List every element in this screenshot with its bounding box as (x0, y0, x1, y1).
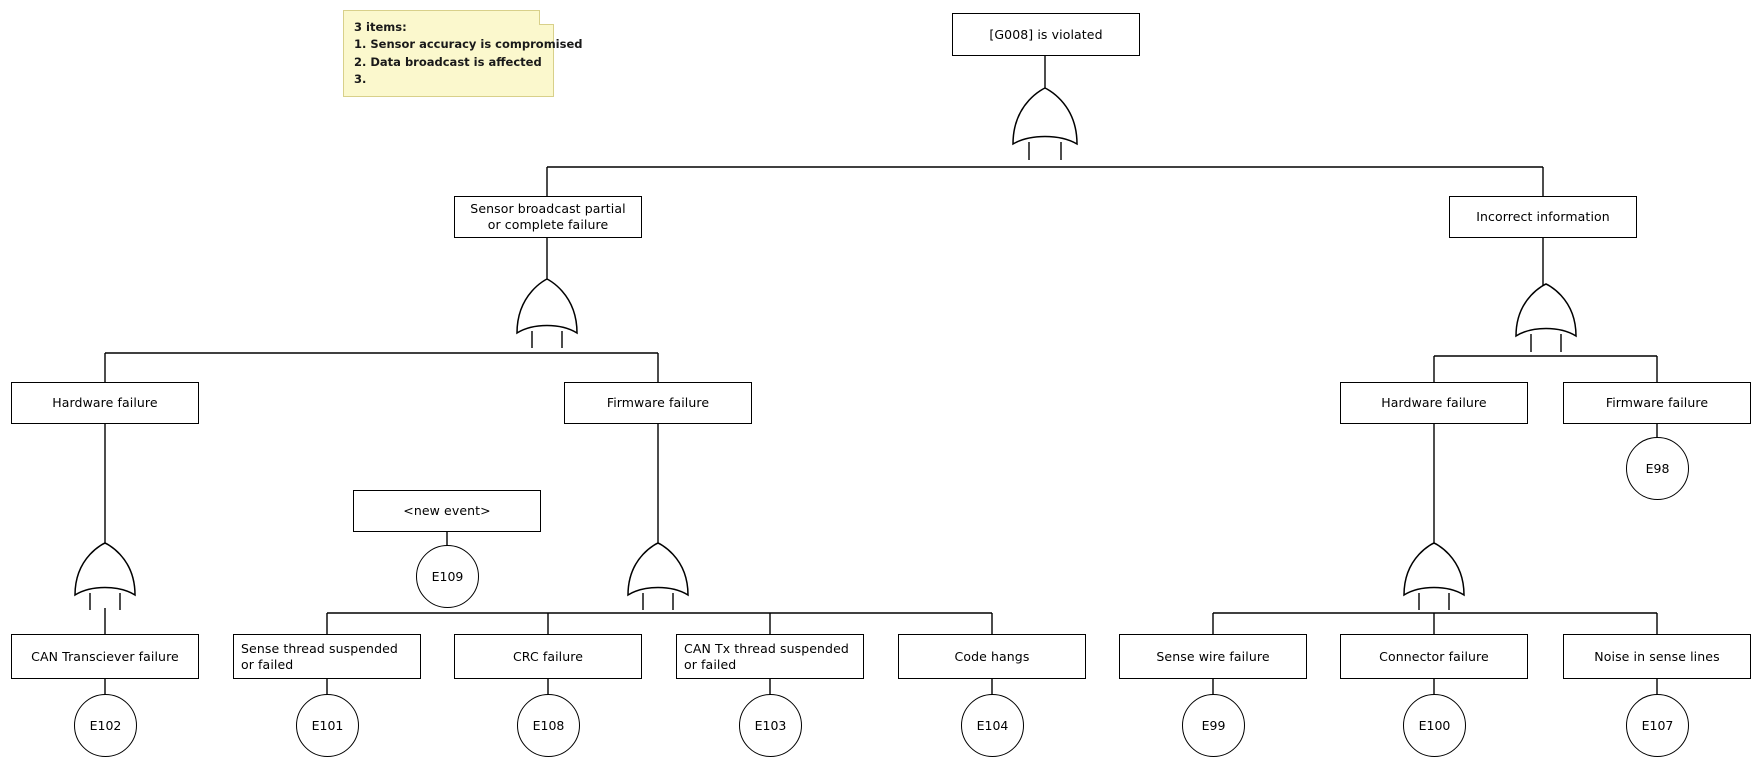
node-code-hangs[interactable]: Code hangs (898, 634, 1086, 679)
event-circle-e107[interactable]: E107 (1626, 694, 1689, 757)
node-hardware-failure-left[interactable]: Hardware failure (11, 382, 199, 424)
event-id: E102 (89, 718, 122, 733)
event-circle-e104[interactable]: E104 (961, 694, 1024, 757)
or-gate-root (1012, 87, 1078, 146)
node-label: CAN Transciever failure (31, 648, 179, 664)
event-circle-e109[interactable]: E109 (416, 545, 479, 608)
node-label: CRC failure (512, 648, 584, 664)
event-id: E99 (1201, 718, 1226, 733)
event-circle-e101[interactable]: E101 (296, 694, 359, 757)
node-label: Noise in sense lines (1594, 648, 1720, 664)
node-label: CAN Tx thread suspended or failed (684, 640, 849, 672)
node-label: Hardware failure (52, 395, 158, 411)
node-label: Firmware failure (1605, 395, 1709, 411)
note-line-4: 3. (354, 71, 367, 86)
node-crc-failure[interactable]: CRC failure (454, 634, 642, 679)
node-label: [G008] is violated (989, 26, 1103, 42)
node-label: Sense thread suspended or failed (241, 640, 398, 672)
note-fold-corner-icon (539, 10, 554, 25)
node-label: Incorrect information (1476, 209, 1610, 225)
event-circle-e108[interactable]: E108 (517, 694, 580, 757)
node-firmware-failure-left[interactable]: Firmware failure (564, 382, 752, 424)
event-id: E107 (1641, 718, 1674, 733)
node-root-g008-violated[interactable]: [G008] is violated (952, 13, 1140, 56)
or-gate-hardware-left (74, 542, 136, 597)
event-id: E109 (431, 569, 464, 584)
node-noise-in-sense-lines[interactable]: Noise in sense lines (1563, 634, 1751, 679)
node-label: <new event> (403, 503, 491, 519)
event-id: E98 (1645, 461, 1670, 476)
node-sense-wire-failure[interactable]: Sense wire failure (1119, 634, 1307, 679)
or-gate-sensor-broadcast (516, 278, 578, 335)
event-circle-e99[interactable]: E99 (1182, 694, 1245, 757)
event-circle-e103[interactable]: E103 (739, 694, 802, 757)
event-circle-e98[interactable]: E98 (1626, 437, 1689, 500)
event-id: E108 (532, 718, 565, 733)
event-id: E100 (1418, 718, 1451, 733)
event-circle-e100[interactable]: E100 (1403, 694, 1466, 757)
node-label: Firmware failure (606, 395, 710, 411)
node-incorrect-information[interactable]: Incorrect information (1449, 196, 1637, 238)
event-circle-e102[interactable]: E102 (74, 694, 137, 757)
or-gate-firmware-left (627, 542, 689, 597)
note-line-3: 2. Data broadcast is affected (354, 54, 542, 69)
node-connector-failure[interactable]: Connector failure (1340, 634, 1528, 679)
node-sensor-broadcast-failure[interactable]: Sensor broadcast partial or complete fai… (454, 196, 642, 238)
node-can-transceiver-failure[interactable]: CAN Transciever failure (11, 634, 199, 679)
node-firmware-failure-right[interactable]: Firmware failure (1563, 382, 1751, 424)
node-label: Connector failure (1379, 648, 1489, 664)
node-sense-thread-suspended[interactable]: Sense thread suspended or failed (233, 634, 421, 679)
note-line-2: 1. Sensor accuracy is compromised (354, 37, 583, 52)
node-hardware-failure-right[interactable]: Hardware failure (1340, 382, 1528, 424)
event-id: E104 (976, 718, 1009, 733)
note-line-1: 3 items: (354, 20, 407, 34)
node-can-tx-thread-suspended[interactable]: CAN Tx thread suspended or failed (676, 634, 864, 679)
comment-note[interactable]: 3 items: 1. Sensor accuracy is compromis… (343, 10, 583, 97)
or-gate-hardware-right (1403, 542, 1465, 597)
event-id: E101 (311, 718, 344, 733)
node-label: Code hangs (954, 648, 1030, 664)
or-gate-incorrect-information (1515, 283, 1577, 338)
node-label: Sense wire failure (1156, 648, 1270, 664)
node-label: Hardware failure (1381, 395, 1487, 411)
event-id: E103 (754, 718, 787, 733)
node-new-event[interactable]: <new event> (353, 490, 541, 532)
node-label: Sensor broadcast partial or complete fai… (470, 201, 626, 232)
